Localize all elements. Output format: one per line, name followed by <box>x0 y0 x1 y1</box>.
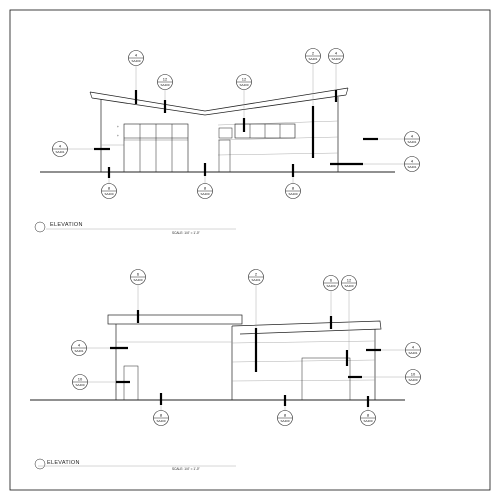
svg-text:4: 4 <box>412 345 415 350</box>
svg-text:SA400: SA400 <box>363 419 372 423</box>
sheet-border <box>9 9 491 491</box>
elevation-scale: SCALE: 1/4" = 1'-0" <box>172 467 200 471</box>
svg-text:SA400: SA400 <box>288 192 297 196</box>
svg-text:12: 12 <box>347 278 352 283</box>
svg-text:10: 10 <box>78 377 83 382</box>
svg-text:SA400: SA400 <box>280 419 289 423</box>
roof-right <box>231 320 382 335</box>
elevation-title: ELEVATION <box>47 460 80 466</box>
svg-text:SA401: SA401 <box>407 140 416 144</box>
svg-text:10: 10 <box>411 372 416 377</box>
svg-text:6: 6 <box>330 278 333 283</box>
svg-text:8: 8 <box>108 186 111 191</box>
svg-text:8: 8 <box>292 186 295 191</box>
svg-text:SA400: SA400 <box>408 378 417 382</box>
elevation-title-block: ELEVATION SCALE: 1/4" = 1'-0" <box>34 458 236 471</box>
svg-text:SA401: SA401 <box>407 165 416 169</box>
svg-text:4: 4 <box>411 134 414 139</box>
elevation-1: + + <box>34 48 420 235</box>
entry-door <box>218 139 231 173</box>
svg-text:SA400: SA400 <box>131 59 140 63</box>
svg-text:2: 2 <box>255 272 258 277</box>
svg-text:SA401: SA401 <box>251 278 260 282</box>
garage-mass <box>301 357 351 401</box>
svg-text:SA400: SA400 <box>156 419 165 423</box>
roof-bottom-edge <box>91 94 347 116</box>
svg-text:8: 8 <box>204 186 207 191</box>
svg-text:SA400: SA400 <box>133 278 142 282</box>
svg-text:8: 8 <box>367 413 370 418</box>
svg-text:SA401: SA401 <box>55 150 64 154</box>
svg-text:2: 2 <box>312 51 315 56</box>
svg-text:4: 4 <box>59 144 62 149</box>
svg-text:8: 8 <box>284 413 287 418</box>
clerestory-windows <box>218 123 296 139</box>
svg-text:SA400: SA400 <box>104 192 113 196</box>
roof-top-edge <box>89 87 349 112</box>
svg-text:+: + <box>117 125 119 129</box>
svg-text:SA400: SA400 <box>160 83 169 87</box>
svg-text:4: 4 <box>335 51 338 56</box>
svg-text:SA401: SA401 <box>308 57 317 61</box>
svg-text:SA400: SA400 <box>200 192 209 196</box>
svg-text:SA400: SA400 <box>239 83 248 87</box>
window-wall-left: + + <box>117 123 189 173</box>
svg-text:4: 4 <box>78 343 81 348</box>
elevation-title-block: ELEVATION SCALE: 1/4" = 1'-0" <box>34 221 236 235</box>
svg-text:4: 4 <box>135 53 138 58</box>
elevation-scale: SCALE: 1/4" = 1'-0" <box>172 231 200 235</box>
svg-text:4: 4 <box>411 159 414 164</box>
svg-text:12: 12 <box>163 77 168 82</box>
roof-left <box>107 314 243 325</box>
svg-text:SA401: SA401 <box>74 349 83 353</box>
svg-text:SA400: SA400 <box>75 383 84 387</box>
svg-text:SA400: SA400 <box>331 57 340 61</box>
svg-text:8: 8 <box>160 413 163 418</box>
svg-text:SA400: SA400 <box>326 284 335 288</box>
svg-text:SA400: SA400 <box>344 284 353 288</box>
svg-text:SA401: SA401 <box>408 351 417 355</box>
elevation-title: ELEVATION <box>50 222 83 228</box>
svg-text:+: + <box>117 134 119 138</box>
svg-text:6: 6 <box>137 272 140 277</box>
svg-text:12: 12 <box>242 77 247 82</box>
